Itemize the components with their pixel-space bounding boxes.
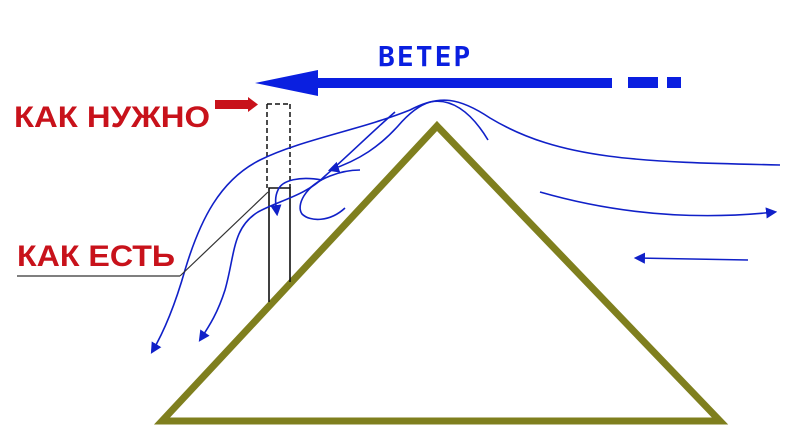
airflow-line-inner [327,100,489,173]
chimney-should-be [266,103,291,188]
pointer-right-icon [215,97,258,112]
wind-arrow-icon [255,70,681,96]
label-should-be: КАК НУЖНО [14,101,210,134]
airflow-line-lower [633,252,749,264]
airflow-line-eddy [299,169,361,221]
airflow-line-downwash-2 [270,177,323,217]
airflow-line-top [150,99,781,354]
label-as-is: КАК ЕСТЬ [17,240,175,273]
roof-triangle [153,120,729,425]
airflow-lines [150,99,781,354]
airflow-line-downwash-1 [198,111,396,342]
leader-line [17,191,269,277]
airflow-line-middle [539,191,778,219]
wind-label: ВЕТЕР [378,40,472,73]
